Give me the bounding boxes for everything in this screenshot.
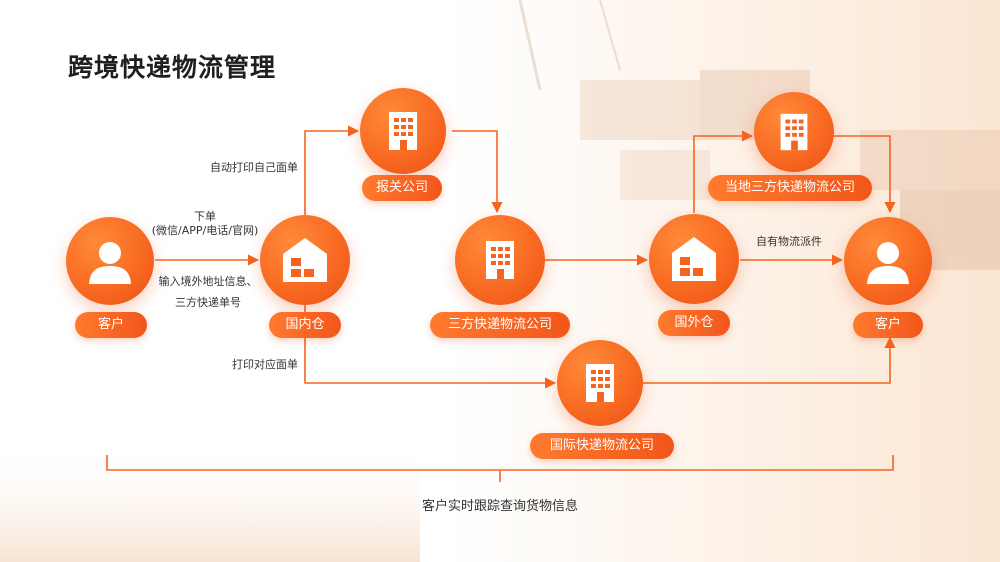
local-third-party-node[interactable] — [754, 92, 834, 172]
customer-left-node[interactable] — [66, 217, 154, 305]
domestic-warehouse-label: 国内仓 — [269, 312, 341, 338]
customer-right-label: 客户 — [853, 312, 923, 338]
tracking-bracket — [106, 455, 894, 482]
building-icon — [389, 112, 417, 150]
customs-company-label: 报关公司 — [362, 175, 442, 201]
local-third-party-label: 当地三方快递物流公司 — [708, 175, 872, 201]
warehouse-icon — [672, 237, 716, 281]
person-icon — [89, 242, 131, 284]
building-icon — [780, 113, 808, 151]
international-express-label: 国际快递物流公司 — [530, 433, 674, 459]
customer-left-label: 客户 — [75, 312, 147, 338]
order-label-line1: 下单 — [194, 210, 216, 223]
edge-customs-to-thirdparty — [452, 130, 503, 214]
edge-international-to-customer — [640, 336, 896, 384]
foreign-warehouse-node[interactable] — [649, 214, 739, 304]
order-label-line2: (微信/APP/电话/官网) — [151, 224, 259, 237]
third-party-express-node[interactable] — [455, 215, 545, 305]
tracking-caption: 客户实时跟踪查询货物信息 — [421, 499, 578, 514]
input-address-label: 输入境外地址信息、 三方快递单号 — [150, 275, 266, 310]
warehouse-icon — [283, 238, 327, 282]
international-express-node[interactable] — [557, 340, 643, 426]
building-icon — [486, 241, 514, 279]
page-title: 跨境快递物流管理 — [68, 53, 277, 82]
customer-right-node[interactable] — [844, 217, 932, 305]
print-corresponding-label: 打印对应面单 — [232, 358, 298, 371]
edge-foreign-to-local — [693, 130, 754, 213]
input-address-line2: 三方快递单号 — [175, 296, 241, 309]
customs-company-node[interactable] — [360, 88, 446, 174]
self-delivery-label: 自有物流派件 — [756, 235, 822, 248]
domestic-warehouse-node[interactable] — [260, 215, 350, 305]
auto-print-label: 自动打印自己面单 — [210, 161, 298, 174]
person-icon — [867, 242, 909, 284]
input-address-line1: 输入境外地址信息、 — [158, 275, 258, 288]
building-icon — [586, 364, 614, 402]
third-party-express-label: 三方快递物流公司 — [430, 312, 570, 338]
edge-local-to-customer — [832, 135, 896, 214]
order-label: 下单 (微信/APP/电话/官网) — [145, 210, 265, 238]
edge-domestic-to-customs — [304, 125, 360, 215]
foreign-warehouse-label: 国外仓 — [658, 310, 730, 336]
